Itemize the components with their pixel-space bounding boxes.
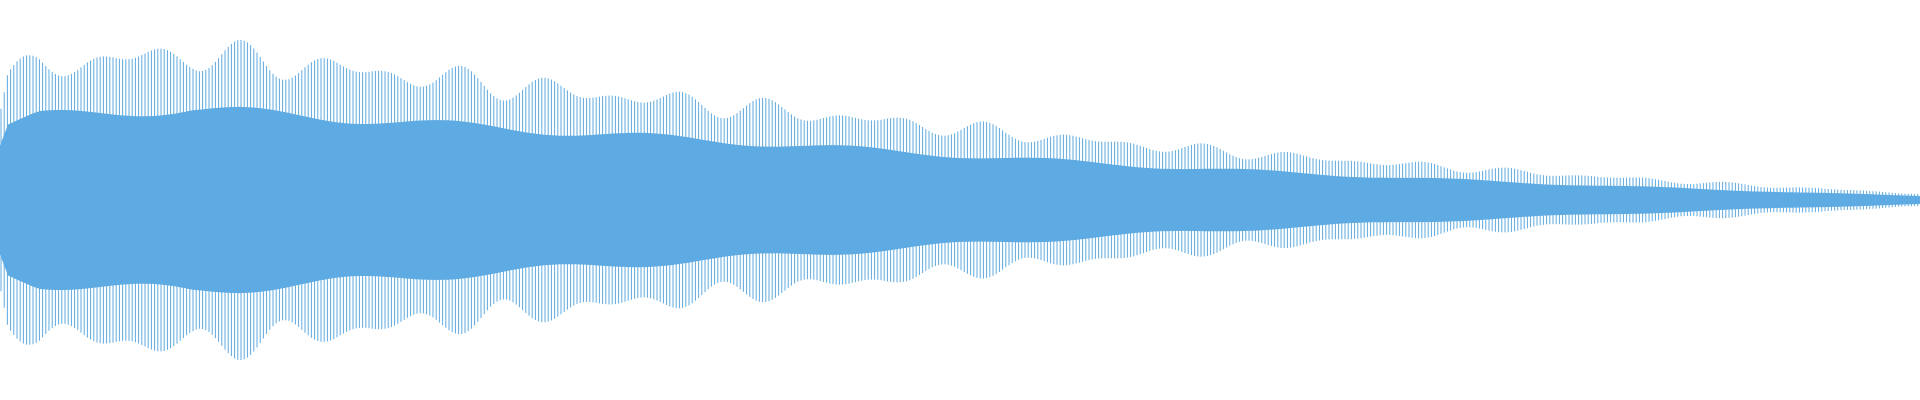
waveform-core bbox=[0, 106, 1920, 294]
waveform-body bbox=[0, 106, 1920, 294]
waveform-lines bbox=[0, 40, 1919, 360]
